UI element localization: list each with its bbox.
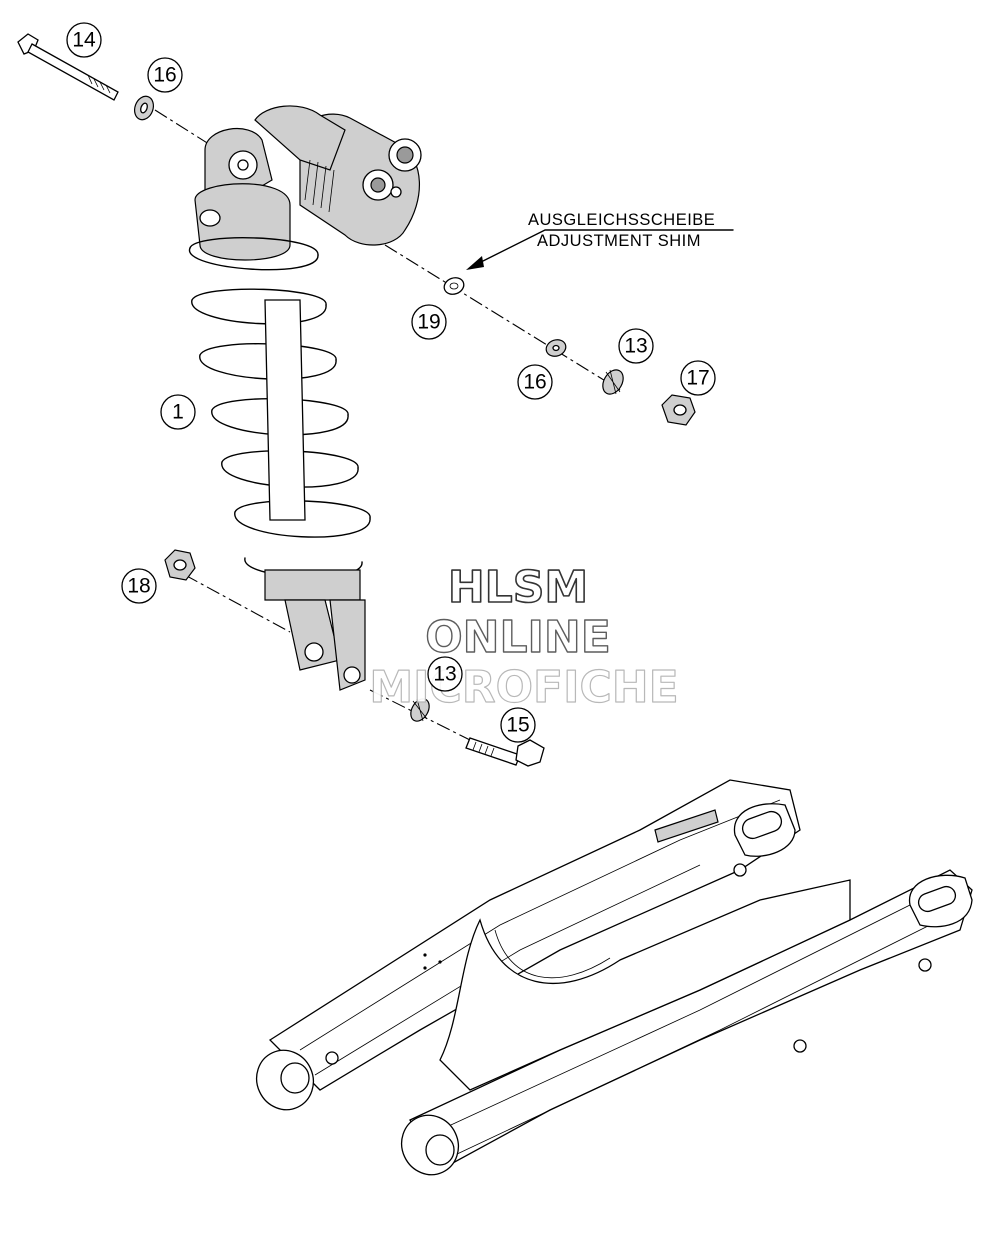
- callout-14-label: 14: [72, 29, 96, 52]
- callout-18-label: 18: [127, 575, 150, 598]
- nut-right-part[interactable]: [661, 394, 696, 426]
- adjustment-shim-part[interactable]: [442, 275, 466, 297]
- watermark-line-3: MICROFICHE: [369, 662, 678, 713]
- callout-19-label: 19: [417, 311, 440, 334]
- nut-left-part[interactable]: [164, 549, 196, 581]
- callout-16-right[interactable]: 16: [517, 364, 553, 400]
- shock-absorber-part[interactable]: [189, 105, 422, 691]
- callout-1[interactable]: 1: [160, 394, 196, 430]
- callout-17[interactable]: 17: [680, 360, 716, 396]
- callout-15[interactable]: 15: [500, 707, 536, 743]
- callout-19[interactable]: 19: [411, 304, 447, 340]
- callout-16-right-label: 16: [523, 371, 546, 394]
- callout-13-upper-label: 13: [624, 335, 647, 358]
- watermark: HLSM ONLINE MICROFICHE: [369, 561, 680, 713]
- watermark-line-1: HLSM: [448, 562, 588, 613]
- swingarm-part[interactable]: [247, 779, 973, 1184]
- note-english: ADJUSTMENT SHIM: [537, 232, 701, 250]
- note-german: AUSGLEICHSSCHEIBE: [528, 211, 715, 229]
- callout-15-label: 15: [506, 714, 529, 737]
- callout-16-top-label: 16: [153, 64, 176, 87]
- adjustment-shim-leader: [466, 229, 734, 270]
- callout-17-label: 17: [686, 367, 709, 390]
- callout-13-upper[interactable]: 13: [618, 328, 654, 364]
- callout-16-top[interactable]: 16: [147, 57, 183, 93]
- bolt-short-part[interactable]: [465, 737, 545, 767]
- watermark-line-2: ONLINE: [425, 612, 611, 663]
- callout-14[interactable]: 14: [66, 22, 102, 58]
- callout-1-label: 1: [172, 401, 184, 424]
- washer-right-part[interactable]: [544, 337, 568, 359]
- washer-top-part[interactable]: [131, 94, 156, 123]
- lock-washer-upper-part[interactable]: [599, 366, 628, 398]
- callout-13-lower-label: 13: [433, 663, 456, 686]
- lock-washer-lower-part[interactable]: [407, 696, 433, 725]
- callout-18[interactable]: 18: [121, 568, 157, 604]
- bolt-long-part[interactable]: [17, 33, 119, 101]
- callout-13-lower[interactable]: 13: [427, 656, 463, 692]
